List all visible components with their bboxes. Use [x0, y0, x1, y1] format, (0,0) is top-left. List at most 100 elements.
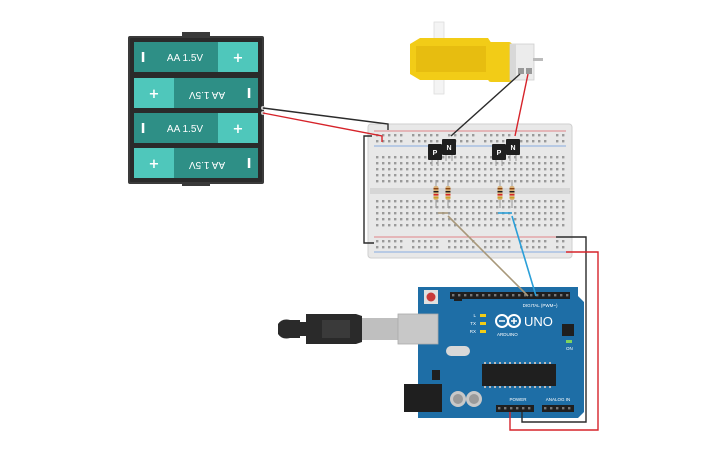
header-pin — [494, 294, 497, 297]
breadboard-hole — [436, 162, 439, 165]
resistor[interactable] — [509, 180, 515, 208]
chip-pin — [524, 386, 526, 388]
breadboard-hole — [448, 246, 451, 249]
dc-power-jack[interactable] — [404, 384, 442, 412]
breadboard-hole — [562, 246, 565, 249]
breadboard-hole — [490, 180, 493, 183]
header-pin — [524, 294, 527, 297]
breadboard-hole — [502, 206, 505, 209]
breadboard-hole — [490, 174, 493, 177]
header-pin — [560, 294, 563, 297]
breadboard-hole — [490, 200, 493, 203]
breadboard-hole — [532, 174, 535, 177]
wire-signal-tan[interactable] — [447, 215, 529, 297]
breadboard-hole — [466, 212, 469, 215]
motor-terminal[interactable] — [526, 68, 532, 74]
resistor-band — [433, 197, 439, 199]
resistor[interactable] — [433, 180, 439, 208]
breadboard-hole — [388, 246, 391, 249]
breadboard-hole — [412, 174, 415, 177]
breadboard-hole — [550, 206, 553, 209]
reset-button[interactable] — [426, 292, 436, 302]
breadboard-hole — [460, 212, 463, 215]
wire-battery-negative[interactable] — [262, 107, 389, 130]
transistor-label: N — [446, 145, 451, 152]
transistor-n-right[interactable]: N — [506, 139, 520, 161]
breadboard-hole — [502, 174, 505, 177]
wire-motor-red[interactable] — [514, 73, 529, 137]
resistor-pair-left[interactable] — [433, 180, 451, 208]
breadboard-hole — [490, 240, 493, 243]
resistor-pair-right[interactable] — [497, 180, 515, 208]
battery-cell-2: + AA 1.5V I — [134, 78, 258, 108]
wire-ground-arduino[interactable] — [521, 236, 587, 423]
breadboard-hole — [508, 246, 511, 249]
breadboard-hole — [526, 224, 529, 227]
breadboard-hole — [418, 224, 421, 227]
breadboard-hole — [424, 200, 427, 203]
breadboard[interactable] — [367, 123, 573, 259]
power-header[interactable] — [496, 405, 534, 412]
wire-battery-positive[interactable] — [262, 112, 383, 142]
breadboard-hole — [478, 168, 481, 171]
resistor[interactable] — [445, 180, 451, 208]
resistor[interactable] — [497, 180, 503, 208]
breadboard-hole — [424, 212, 427, 215]
breadboard-hole — [454, 212, 457, 215]
breadboard-hole — [544, 224, 547, 227]
breadboard-hole — [436, 224, 439, 227]
wire-signal-blue[interactable] — [511, 215, 537, 297]
led-on — [566, 340, 572, 343]
breadboard-hole — [472, 140, 475, 143]
breadboard-hole — [502, 134, 505, 137]
arduino-uno[interactable]: L TX RX ON UNO ARDUINO DIGITAL (PWM~) PO… — [278, 287, 584, 418]
breadboard-hole — [544, 218, 547, 221]
breadboard-hole — [418, 162, 421, 165]
header-pin — [562, 407, 565, 410]
breadboard-hole — [442, 162, 445, 165]
transistor-p-left[interactable]: P — [428, 144, 442, 166]
breadboard-hole — [460, 246, 463, 249]
breadboard-hole — [466, 140, 469, 143]
breadboard-hole — [394, 134, 397, 137]
breadboard-hole — [556, 240, 559, 243]
header-pin — [530, 294, 533, 297]
breadboard-hole — [424, 134, 427, 137]
transistor-p-right[interactable]: P — [492, 144, 506, 166]
breadboard-hole — [466, 224, 469, 227]
breadboard-hole — [442, 156, 445, 159]
breadboard-hole — [454, 224, 457, 227]
transistor-n-left[interactable]: N — [442, 139, 456, 161]
wire-motor-black[interactable] — [450, 73, 521, 137]
chip-pin — [509, 386, 511, 388]
breadboard-hole — [412, 206, 415, 209]
breadboard-hole — [418, 134, 421, 137]
breadboard-hole — [376, 246, 379, 249]
breadboard-hole — [502, 224, 505, 227]
breadboard-hole — [496, 168, 499, 171]
battery-pack[interactable]: I AA 1.5V + + AA 1.5V I I AA 1.5V + + AA… — [128, 32, 265, 186]
breadboard-hole — [406, 206, 409, 209]
breadboard-hole — [520, 174, 523, 177]
led-l — [480, 314, 486, 317]
breadboard-hole — [520, 218, 523, 221]
breadboard-hole — [424, 180, 427, 183]
motor-terminal[interactable] — [518, 68, 524, 74]
digital-header[interactable] — [450, 292, 570, 299]
wire-rail-link[interactable] — [363, 135, 374, 244]
breadboard-hole — [496, 180, 499, 183]
wire-power-arduino[interactable] — [509, 251, 599, 431]
breadboard-hole — [472, 156, 475, 159]
chip-pin — [489, 386, 491, 388]
dc-motor[interactable] — [410, 21, 543, 95]
breadboard-hole — [472, 246, 475, 249]
breadboard-hole — [520, 212, 523, 215]
breadboard-hole — [394, 140, 397, 143]
breadboard-hole — [394, 206, 397, 209]
transistor-label: N — [510, 145, 515, 152]
breadboard-hole — [502, 162, 505, 165]
chip-pin — [484, 362, 486, 364]
breadboard-hole — [430, 246, 433, 249]
chip-pins — [484, 362, 551, 388]
